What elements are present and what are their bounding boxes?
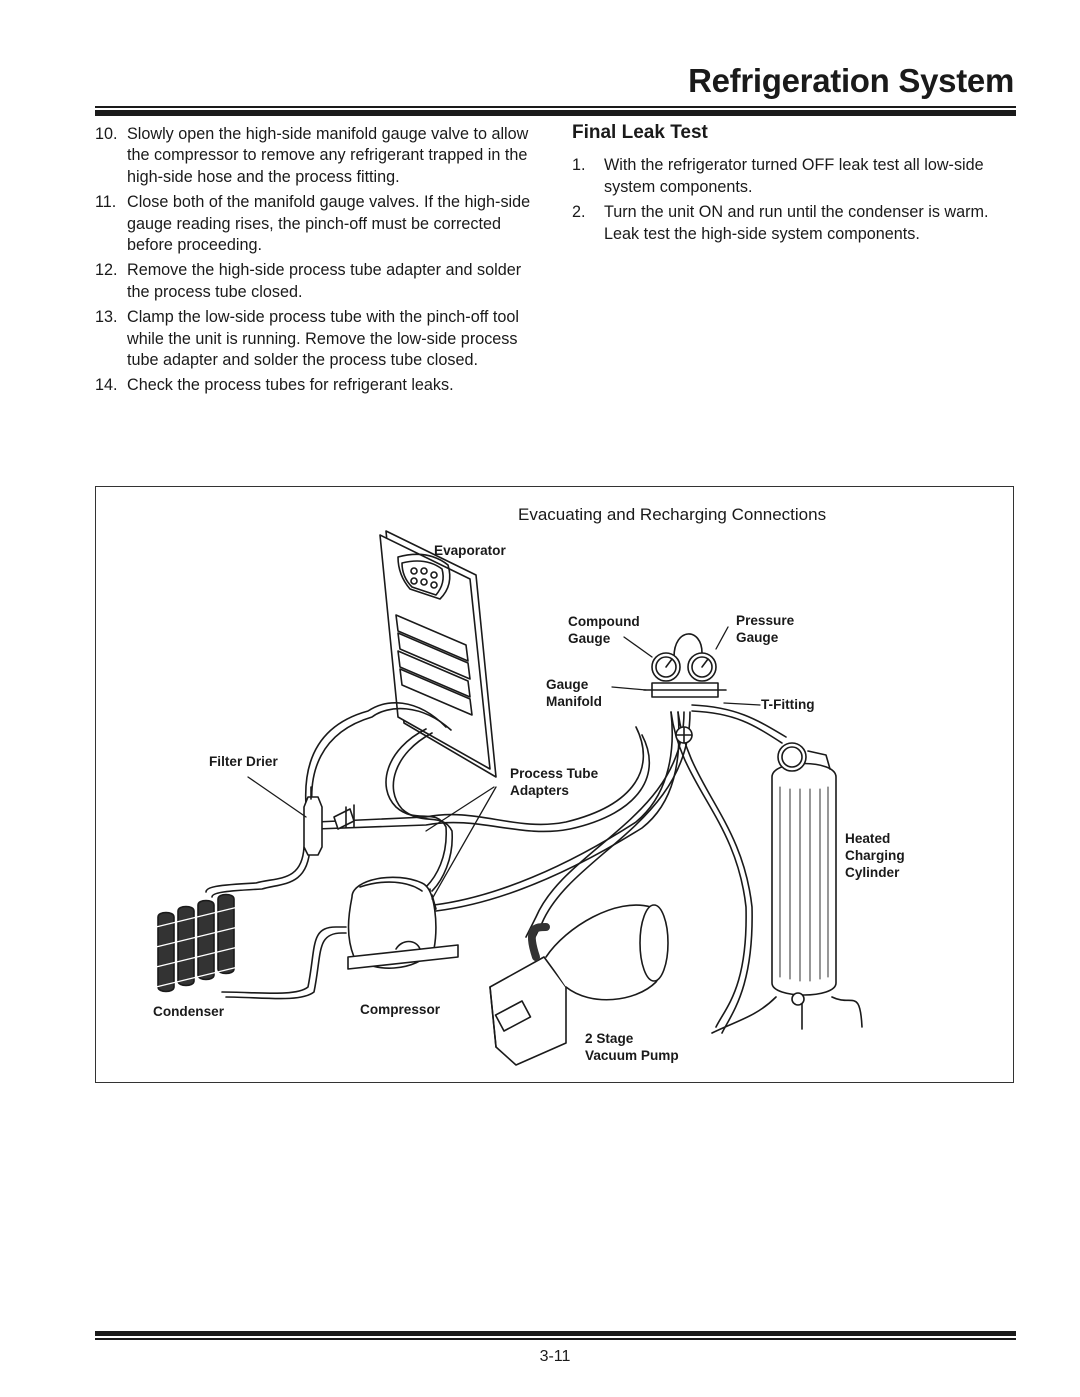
label-condenser: Condenser [153, 1004, 225, 1019]
step-number: 12. [95, 261, 118, 280]
leak-test-steps-list: 1. With the refrigerator turned OFF leak … [572, 155, 1017, 245]
label-gauge-manifold: Gauge Manifold [546, 677, 602, 709]
leader-lines [247, 626, 761, 900]
step-text: Remove the high-side process tube adapte… [127, 261, 522, 301]
evacuation-diagram: Evacuating and Recharging Connections Ev… [95, 486, 1014, 1083]
list-item: 1. With the refrigerator turned OFF leak … [572, 155, 1017, 198]
page-number: 3-11 [539, 1348, 571, 1365]
section-heading: Final Leak Test [572, 122, 708, 143]
label-heated-charging-cylinder: Heated Charging Cylinder [845, 831, 905, 880]
list-item: 10. Slowly open the high-side manifold ga… [95, 124, 545, 188]
diagram-illustration [155, 530, 863, 1066]
label-filter-drier: Filter Drier [209, 754, 278, 769]
filter-drier-icon [303, 786, 323, 856]
list-item: 14. Check the process tubes for refrigera… [95, 375, 545, 396]
label-vacuum-pump: 2 Stage Vacuum Pump [585, 1031, 679, 1063]
vacuum-pump-icon [489, 904, 669, 1066]
step-text: Close both of the manifold gauge valves.… [127, 193, 531, 255]
label-pressure-gauge: Pressure Gauge [736, 613, 795, 645]
header-rule [95, 106, 1016, 117]
step-number: 14. [95, 376, 118, 395]
step-text: Turn the unit ON and run until the conde… [604, 203, 989, 243]
list-item: 2. Turn the unit ON and run until the con… [572, 202, 1017, 245]
step-number: 11. [95, 193, 117, 212]
step-text: Clamp the low-side process tube with the… [127, 308, 520, 370]
step-number: 13. [95, 308, 118, 327]
footer-rule [95, 1331, 1016, 1342]
step-number: 2. [572, 203, 586, 222]
figure-title: Evacuating and Recharging Connections [518, 505, 827, 524]
procedure-steps-column: 10. Slowly open the high-side manifold ga… [95, 124, 545, 401]
evaporator-icon [379, 530, 497, 778]
piping-lines [205, 702, 787, 1034]
step-text: With the refrigerator turned OFF leak te… [604, 156, 984, 196]
list-item: 11. Close both of the manifold gauge valv… [95, 192, 545, 256]
gauge-manifold-icon [643, 633, 727, 744]
final-leak-test-section: Final Leak Test 1. With the refrigerator … [572, 122, 1017, 249]
charging-cylinder-icon [711, 742, 863, 1034]
compressor-icon [347, 876, 459, 970]
label-evaporator: Evaporator [434, 543, 506, 558]
label-compressor: Compressor [360, 1002, 441, 1017]
list-item: 12. Remove the high-side process tube ada… [95, 260, 545, 303]
procedure-steps-list: 10. Slowly open the high-side manifold ga… [95, 124, 545, 397]
label-compound-gauge: Compound Gauge [568, 614, 640, 646]
label-process-tube-adapters: Process Tube Adapters [510, 766, 599, 798]
step-number: 10. [95, 125, 118, 143]
list-item: 13. Clamp the low-side process tube with … [95, 307, 545, 371]
condenser-icon [155, 893, 239, 993]
step-text: Slowly open the high-side manifold gauge… [127, 125, 529, 186]
label-t-fitting: T-Fitting [761, 697, 815, 712]
page-title: Refrigeration System [688, 62, 1014, 99]
step-number: 1. [572, 156, 586, 175]
step-text: Check the process tubes for refrigerant … [127, 376, 454, 395]
